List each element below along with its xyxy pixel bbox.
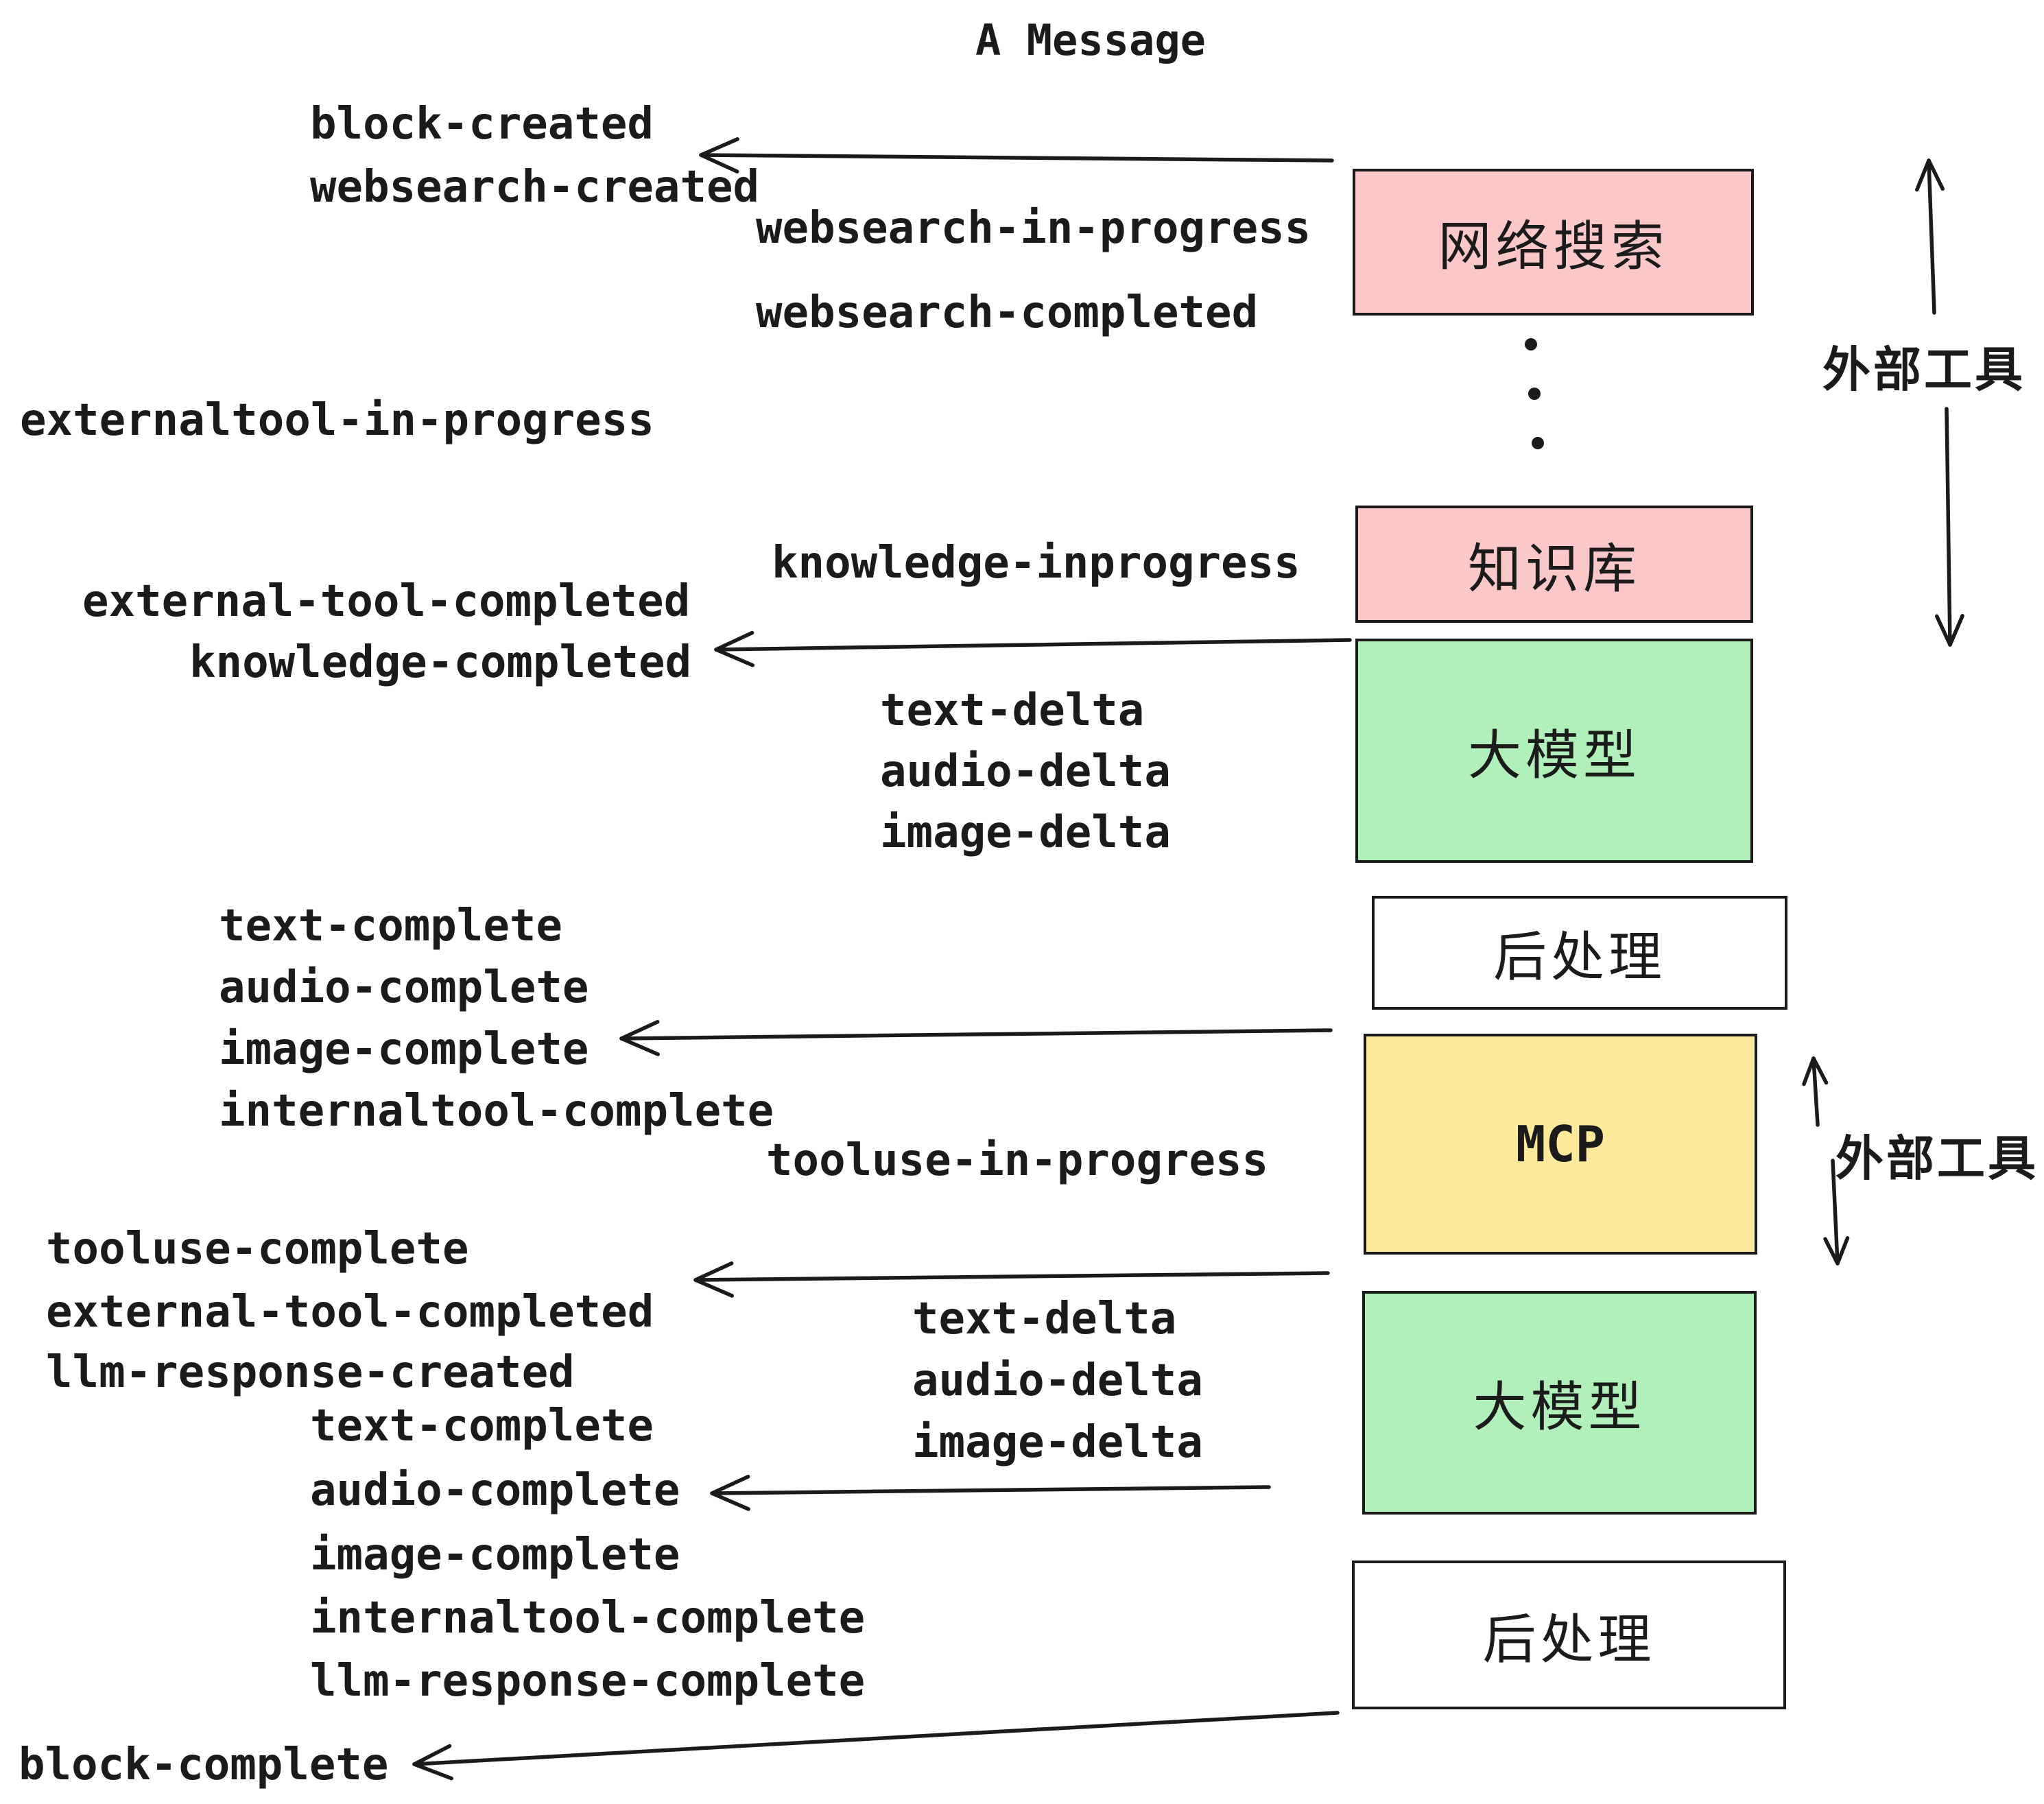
event-label: knowledge-inprogress	[772, 538, 1300, 589]
event-label: text-delta	[912, 1294, 1177, 1344]
arrow-to-external-tool-completed	[693, 1261, 1330, 1298]
event-label: websearch-in-progress	[756, 203, 1311, 254]
stage-box-llm-2: 大模型	[1362, 1291, 1757, 1515]
ellipsis-dot	[1532, 437, 1544, 449]
stage-box-label: MCP	[1515, 1115, 1606, 1173]
stage-box-postprocess-2: 后处理	[1352, 1560, 1786, 1709]
event-label: external-tool-completed	[46, 1287, 654, 1338]
event-label: image-complete	[310, 1530, 680, 1580]
annotation-external-tools-top: 外部工具	[1822, 342, 2025, 398]
stage-box-label: 网络搜索	[1438, 216, 1669, 278]
arrow-to-block-complete	[412, 1711, 1340, 1781]
arrow-to-image-complete	[619, 1019, 1333, 1056]
event-label: block-complete	[19, 1740, 389, 1790]
event-label: websearch-created	[310, 162, 760, 213]
event-label: image-complete	[219, 1024, 589, 1075]
ellipsis-dot	[1525, 338, 1537, 351]
stage-box-llm-1: 大模型	[1355, 639, 1753, 863]
event-label: internaltool-complete	[219, 1086, 774, 1137]
event-label: text-complete	[310, 1401, 654, 1451]
event-label: block-created	[310, 99, 654, 150]
event-label: websearch-completed	[756, 287, 1259, 338]
event-label: audio-complete	[219, 962, 589, 1013]
event-label: image-delta	[880, 807, 1171, 858]
event-label: external-tool-completed	[82, 576, 691, 627]
arrow-to-websearch-created	[699, 137, 1334, 174]
stage-box-knowledge: 知识库	[1355, 506, 1753, 623]
event-label: tooluse-complete	[46, 1224, 469, 1274]
stage-box-label: 后处理	[1482, 1609, 1656, 1671]
event-label: internaltool-complete	[310, 1593, 866, 1643]
arrow-to-knowledge-completed	[714, 630, 1352, 667]
arrow-to-audio-complete	[710, 1475, 1271, 1511]
event-label: audio-delta	[912, 1355, 1203, 1406]
arrow-external-tools-up-2	[1802, 1056, 1829, 1127]
event-label: audio-delta	[880, 746, 1171, 797]
event-label: image-delta	[912, 1417, 1203, 1468]
event-label: llm-response-complete	[310, 1656, 866, 1707]
stage-box-websearch: 网络搜索	[1353, 169, 1754, 316]
stage-box-label: 大模型	[1467, 724, 1641, 787]
stage-box-label: 后处理	[1493, 927, 1666, 988]
arrow-external-tools-down-1	[1934, 407, 1964, 647]
event-label: audio-complete	[310, 1465, 680, 1516]
event-label: llm-response-created	[46, 1347, 575, 1398]
event-label: tooluse-in-progress	[766, 1135, 1269, 1186]
stage-box-mcp: MCP	[1364, 1034, 1757, 1255]
stage-box-label: 大模型	[1473, 1377, 1646, 1438]
event-label: text-delta	[880, 685, 1145, 736]
stage-box-postprocess-1: 后处理	[1372, 896, 1787, 1010]
event-label: text-complete	[219, 901, 562, 951]
page-title: A Message	[975, 15, 1206, 65]
annotation-external-tools-bottom: 外部工具	[1835, 1130, 2039, 1187]
arrow-external-tools-up-1	[1915, 158, 1945, 315]
stage-box-label: 知识库	[1467, 538, 1641, 600]
event-label: externaltool-in-progress	[20, 395, 654, 446]
ellipsis-dot	[1528, 388, 1541, 400]
event-label: knowledge-completed	[189, 637, 692, 688]
